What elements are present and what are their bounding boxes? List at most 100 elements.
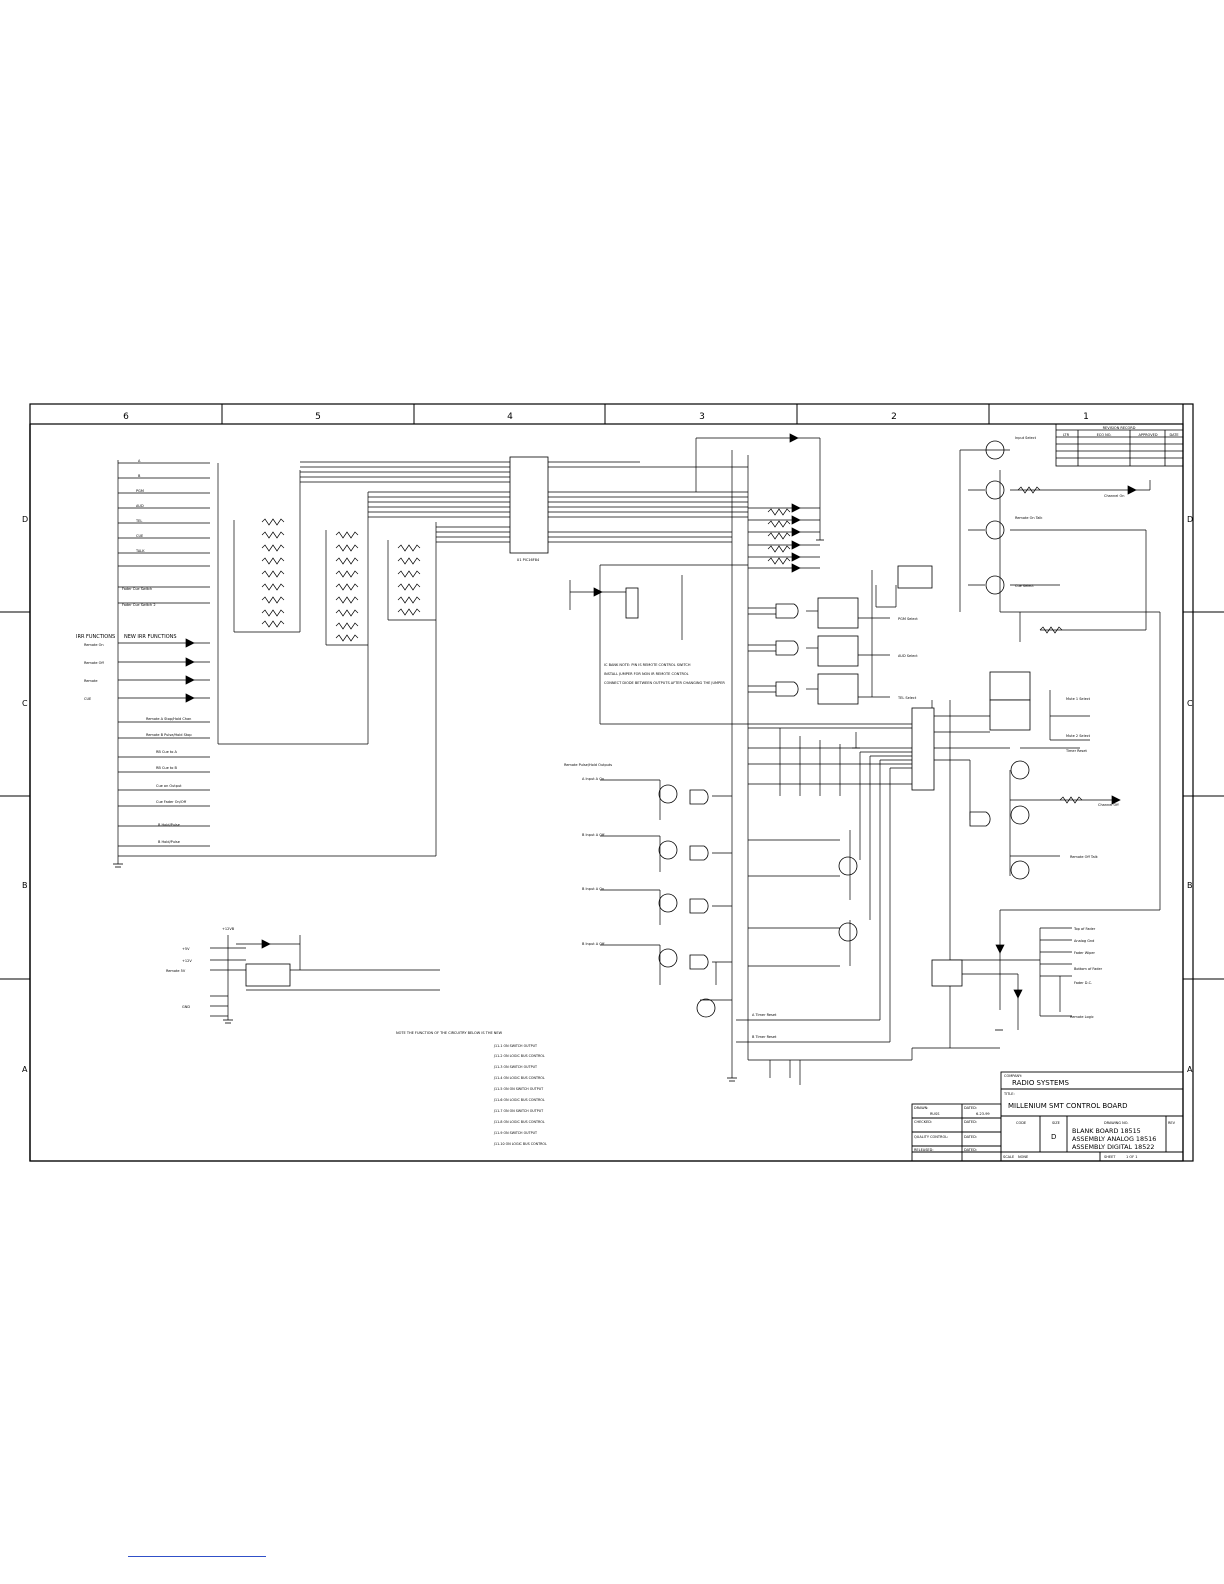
- title-code-label: CODE: [1016, 1121, 1026, 1125]
- zone-row-d-right: D: [1187, 515, 1193, 524]
- left-signal-8: B Hold/Pulse: [158, 840, 180, 844]
- drawing-line-1: BLANK BOARD 18515: [1072, 1127, 1141, 1135]
- pgm-select-label: PGM Select: [898, 617, 918, 621]
- fader-dc: Fader D.C.: [1074, 981, 1092, 985]
- title-drawing-title: MILLENIUM SMT CONTROL BOARD: [1008, 1102, 1128, 1110]
- zone-row-d-left: D: [22, 515, 28, 524]
- supply-list-6: J11-6 ON LOGIC BUS CONTROL: [493, 1098, 545, 1102]
- fader-cue-switch: Fader Cue Switch: [122, 587, 152, 591]
- title-size: D: [1051, 1133, 1056, 1141]
- title-released-dated-label: DATED:: [964, 1148, 977, 1152]
- ir-row-cue: CUE: [84, 697, 91, 701]
- zone-col-3: 3: [699, 412, 705, 422]
- fader-analog-gnd: Analog Gnd: [1074, 939, 1094, 943]
- drawing-line-2: ASSEMBLY ANALOG 18516: [1072, 1135, 1156, 1143]
- resistors: [261, 486, 1083, 804]
- chip-u7: [817, 673, 859, 705]
- gate-u12: [775, 640, 799, 656]
- chip-u1: [509, 456, 549, 554]
- title-scale: NONE: [1018, 1155, 1028, 1159]
- zone-row-a-right: A: [1187, 1065, 1193, 1074]
- zone-col-6: 6: [123, 412, 129, 422]
- supply-list-1: J11-1 ON SWITCH OUTPUT: [493, 1044, 538, 1048]
- zone-col-4: 4: [507, 412, 513, 422]
- note-pulse-hold-outputs: Remote Pulse/Hold Outputs: [564, 763, 612, 767]
- title-sheet-label: SHEET: [1104, 1155, 1116, 1159]
- channel-off-label: Channel Off: [1098, 803, 1119, 807]
- switch-label-tel: TEL: [135, 519, 142, 523]
- chip-u1-label: U1 PIC16F84: [517, 558, 540, 562]
- b-timer-reset: B Timer Reset: [752, 1035, 777, 1039]
- zone-col-5: 5: [315, 412, 321, 422]
- zone-row-c-right: C: [1187, 699, 1193, 708]
- input-select-label: Input Select: [1015, 436, 1037, 440]
- title-qc-dated-label: DATED:: [964, 1135, 977, 1139]
- gate-u11: [775, 603, 799, 619]
- title-block-frame: [911, 1071, 1184, 1162]
- revision-col-eco: ECO NO.: [1097, 433, 1112, 437]
- title-title-label: TITLE:: [1003, 1092, 1015, 1096]
- title-drawn-label: DRAWN:: [914, 1106, 928, 1110]
- channel-on-label: Channel On: [1104, 494, 1124, 498]
- tel-select-label: TEL Select: [897, 696, 917, 700]
- ir-row-remote: Remote: [84, 679, 98, 683]
- revision-col-ltr: LTR: [1063, 433, 1070, 437]
- zone-row-labels: D C B A D C B A: [22, 515, 1193, 1074]
- switch-label-cue: CUE: [136, 534, 143, 538]
- switch-label-b: B: [138, 474, 141, 478]
- sheet-border: [29, 403, 1194, 1162]
- title-dated-label: DATED:: [964, 1106, 977, 1110]
- switch-label-a: A: [138, 459, 141, 463]
- chip-u16: [911, 707, 935, 791]
- chip-regulator: [245, 963, 291, 987]
- title-drawing-no-label: DRAWING NO.: [1104, 1121, 1128, 1125]
- power-remote-5v: Remote 5V: [166, 969, 186, 973]
- drawing-line-3: ASSEMBLY DIGITAL 18522: [1072, 1143, 1154, 1151]
- supply-list-3: J11-3 ON SWITCH OUTPUT: [493, 1065, 538, 1069]
- chip-u5: [817, 597, 859, 629]
- chip-u10: [989, 699, 1031, 731]
- supply-list-7: J11-7 ON ON SWITCH OUTPUT: [493, 1109, 544, 1113]
- aud-select-label: AUD Select: [898, 654, 918, 658]
- supply-list-9: J11-9 ON SWITCH OUTPUT: [493, 1131, 538, 1135]
- footer-link-underline[interactable]: [128, 1556, 266, 1557]
- diodes: [185, 433, 1137, 999]
- supply-note: NOTE THE FUNCTION OF THE CIRCUITRY BELOW…: [396, 1031, 503, 1035]
- switch-label-talk: TALK: [135, 549, 145, 553]
- zone-row-b-right: B: [1187, 881, 1193, 890]
- title-qc-label: QUALITY CONTROL:: [914, 1135, 948, 1139]
- input-b-on: B Input A On: [582, 887, 604, 891]
- power-gnd: GND: [182, 1005, 190, 1009]
- logic-gates: [689, 603, 991, 970]
- power-12v: +12V: [182, 959, 192, 963]
- title-checked-dated-label: DATED:: [964, 1120, 977, 1124]
- chip-u6: [817, 635, 859, 667]
- schematic-wiring: [117, 437, 1161, 1085]
- power-5v: +5V: [182, 947, 190, 951]
- title-company: RADIO SYSTEMS: [1012, 1079, 1069, 1087]
- gate-u15: [689, 954, 709, 970]
- switch-label-aud: AUD: [136, 504, 144, 508]
- cue-select-label: Cue Select: [1015, 584, 1034, 588]
- title-checked-label: CHECKED:: [914, 1120, 932, 1124]
- remote-logic: Remote Logic: [1070, 1015, 1094, 1019]
- schematic-labels: A B PGM AUD TEL CUE TALK Fader Cue Switc…: [76, 436, 1124, 1146]
- revision-col-approved: APPROVED: [1138, 433, 1157, 437]
- zone-column-labels: 6 5 4 3 2 1: [123, 412, 1089, 422]
- left-signal-4: RB Cue to B: [156, 766, 177, 770]
- fader-top: Top of Fader: [1073, 927, 1096, 931]
- mute2-select-label: Mute 2 Select: [1066, 734, 1091, 738]
- ground-symbols: [113, 539, 1003, 1082]
- supply-list-10: J11-10 ON LOGIC BUS CONTROL: [493, 1142, 547, 1146]
- gate-u18: [969, 811, 991, 827]
- supply-list-2: J11-2 ON LOGIC BUS CONTROL: [493, 1054, 545, 1058]
- remote-off-talk-label: Remote Off Talk: [1070, 855, 1099, 859]
- zone-row-a-left: A: [22, 1065, 28, 1074]
- title-rev-label: REV: [1168, 1121, 1176, 1125]
- title-size-label: SIZE: [1052, 1121, 1060, 1125]
- chip-u8: [897, 565, 933, 589]
- title-dated-value: 6-23-99: [976, 1112, 990, 1116]
- ir-functions-title: IRR FUNCTIONS: [76, 634, 115, 640]
- left-signal-1: Remote A Stop/Hold Chan: [146, 717, 191, 721]
